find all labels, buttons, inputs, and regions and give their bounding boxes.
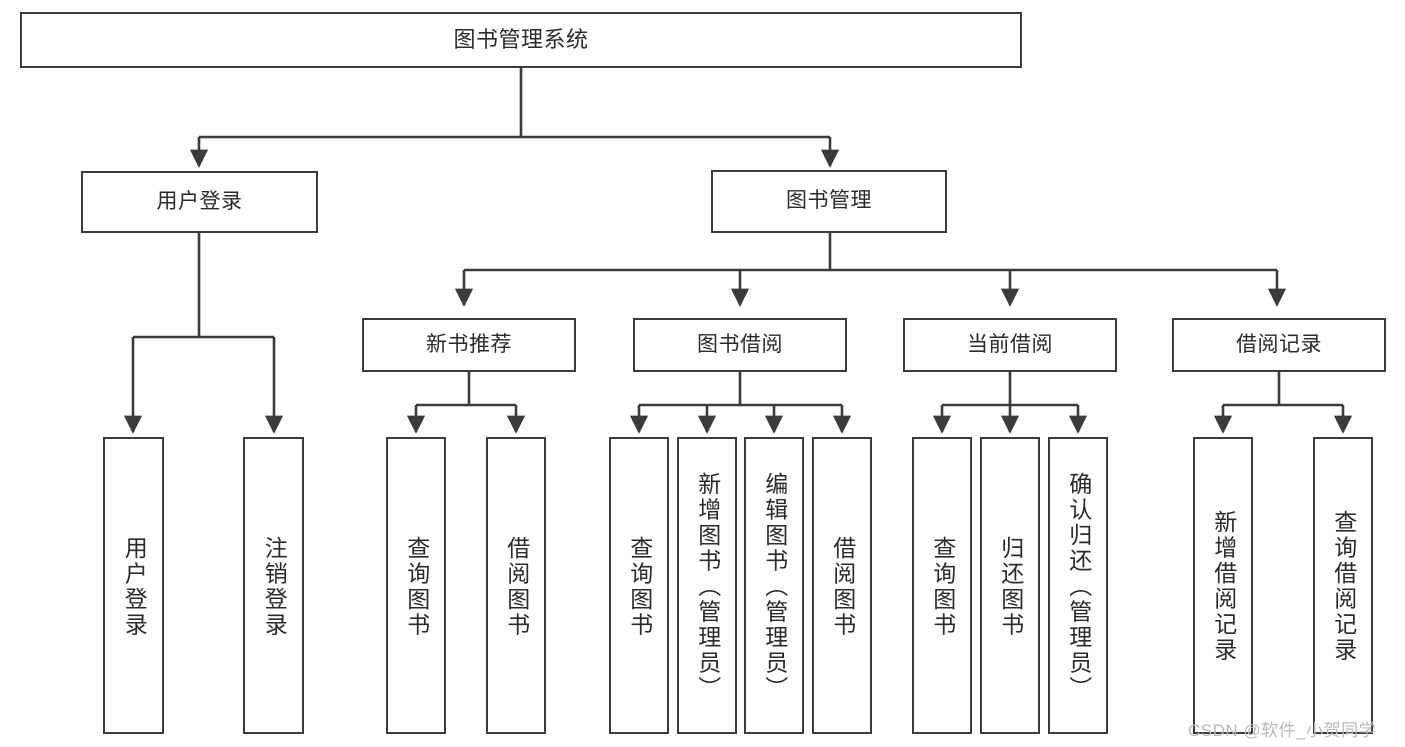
node-new-book-recommendation[interactable]: 新书推荐 bbox=[362, 318, 576, 372]
node-label: 借阅记录 bbox=[1236, 332, 1322, 356]
node-label: 归还图书 bbox=[997, 535, 1024, 638]
node-label: 图书借阅 bbox=[697, 332, 783, 356]
node-query-book-newbook[interactable]: 查询图书 bbox=[386, 437, 446, 734]
node-label: 查询借阅记录 bbox=[1330, 510, 1357, 663]
node-borrow-record[interactable]: 借阅记录 bbox=[1172, 318, 1386, 372]
node-label: 编辑图书（管理员） bbox=[761, 471, 788, 702]
node-label: 新增借阅记录 bbox=[1210, 510, 1237, 663]
node-label: 新书推荐 bbox=[426, 332, 512, 356]
node-label: 查询图书 bbox=[403, 535, 430, 638]
node-book-management[interactable]: 图书管理 bbox=[711, 170, 947, 233]
node-label: 新增图书（管理员） bbox=[694, 471, 721, 702]
node-book-borrow[interactable]: 图书借阅 bbox=[633, 318, 847, 372]
node-add-book-admin[interactable]: 新增图书（管理员） bbox=[677, 437, 737, 734]
csdn-watermark: CSDN @软件_小贺同学 bbox=[1188, 721, 1377, 740]
node-borrow-book-newbook[interactable]: 借阅图书 bbox=[486, 437, 546, 734]
node-add-borrow-record[interactable]: 新增借阅记录 bbox=[1193, 437, 1253, 734]
node-logout-leaf[interactable]: 注销登录 bbox=[243, 437, 304, 734]
node-return-book[interactable]: 归还图书 bbox=[980, 437, 1040, 734]
node-user-login[interactable]: 用户登录 bbox=[81, 171, 318, 233]
node-edit-book-admin[interactable]: 编辑图书（管理员） bbox=[744, 437, 804, 734]
node-user-login-leaf[interactable]: 用户登录 bbox=[103, 437, 164, 734]
node-label: 图书管理系统 bbox=[453, 27, 589, 53]
node-label: 注销登录 bbox=[261, 535, 288, 638]
node-borrow-book-borrow[interactable]: 借阅图书 bbox=[812, 437, 872, 734]
node-label: 当前借阅 bbox=[967, 332, 1053, 356]
node-query-borrow-record[interactable]: 查询借阅记录 bbox=[1313, 437, 1373, 734]
node-current-borrow[interactable]: 当前借阅 bbox=[903, 318, 1117, 372]
node-query-book-current[interactable]: 查询图书 bbox=[912, 437, 972, 734]
node-root-library-management-system[interactable]: 图书管理系统 bbox=[20, 12, 1022, 68]
node-label: 用户登录 bbox=[156, 189, 243, 213]
node-query-book-borrow[interactable]: 查询图书 bbox=[609, 437, 669, 734]
node-label: 图书管理 bbox=[786, 189, 872, 213]
node-label: 用户登录 bbox=[121, 535, 148, 638]
node-label: 借阅图书 bbox=[829, 535, 856, 638]
node-confirm-return-admin[interactable]: 确认归还（管理员） bbox=[1048, 437, 1108, 734]
node-label: 查询图书 bbox=[626, 535, 653, 638]
node-label: 确认归还（管理员） bbox=[1065, 471, 1092, 702]
node-label: 借阅图书 bbox=[503, 535, 530, 638]
node-label: 查询图书 bbox=[929, 535, 956, 638]
